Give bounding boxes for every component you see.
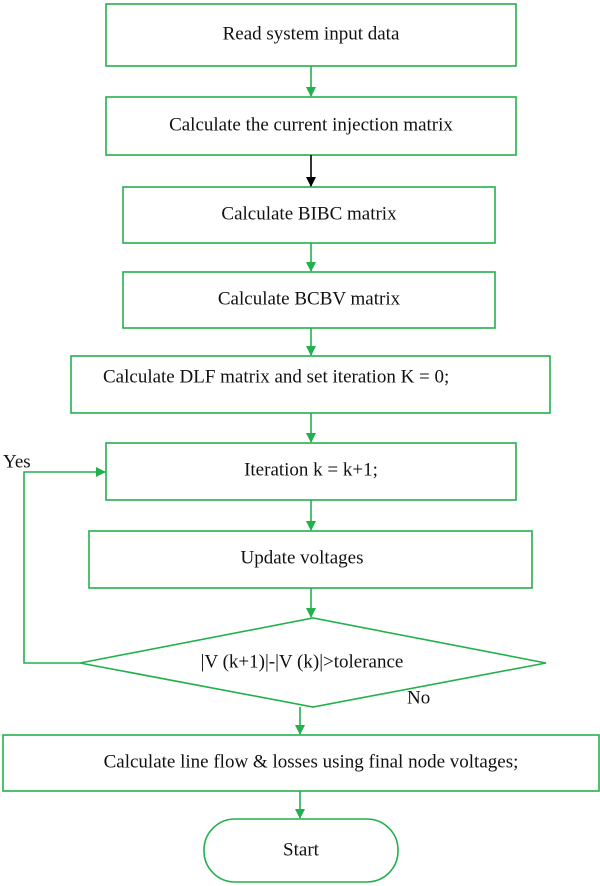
decision-diamond — [79, 617, 547, 708]
box-line-flow — [2, 734, 600, 792]
label-line-flow: Calculate line flow & losses using final… — [104, 751, 519, 772]
branch-label-yes: Yes — [3, 451, 31, 472]
label-iteration: Iteration k = k+1; — [244, 459, 378, 480]
label-decision: |V (k+1)|-|V (k)|>tolerance — [201, 651, 404, 672]
label-bibc: Calculate BIBC matrix — [221, 203, 397, 224]
label-dlf: Calculate DLF matrix and set iteration K… — [103, 366, 449, 387]
branch-label-no: No — [407, 687, 430, 708]
label-read-input: Read system input data — [223, 23, 400, 44]
terminal-start — [203, 818, 399, 883]
box-bcbv — [122, 271, 496, 329]
label-bcbv: Calculate BCBV matrix — [218, 288, 401, 309]
box-bibc — [122, 186, 496, 244]
label-update-voltages: Update voltages — [241, 547, 364, 568]
loop-back-arrow — [23, 467, 106, 664]
label-current-injection: Calculate the current injection matrix — [169, 114, 453, 135]
label-terminal: Start — [283, 839, 320, 860]
